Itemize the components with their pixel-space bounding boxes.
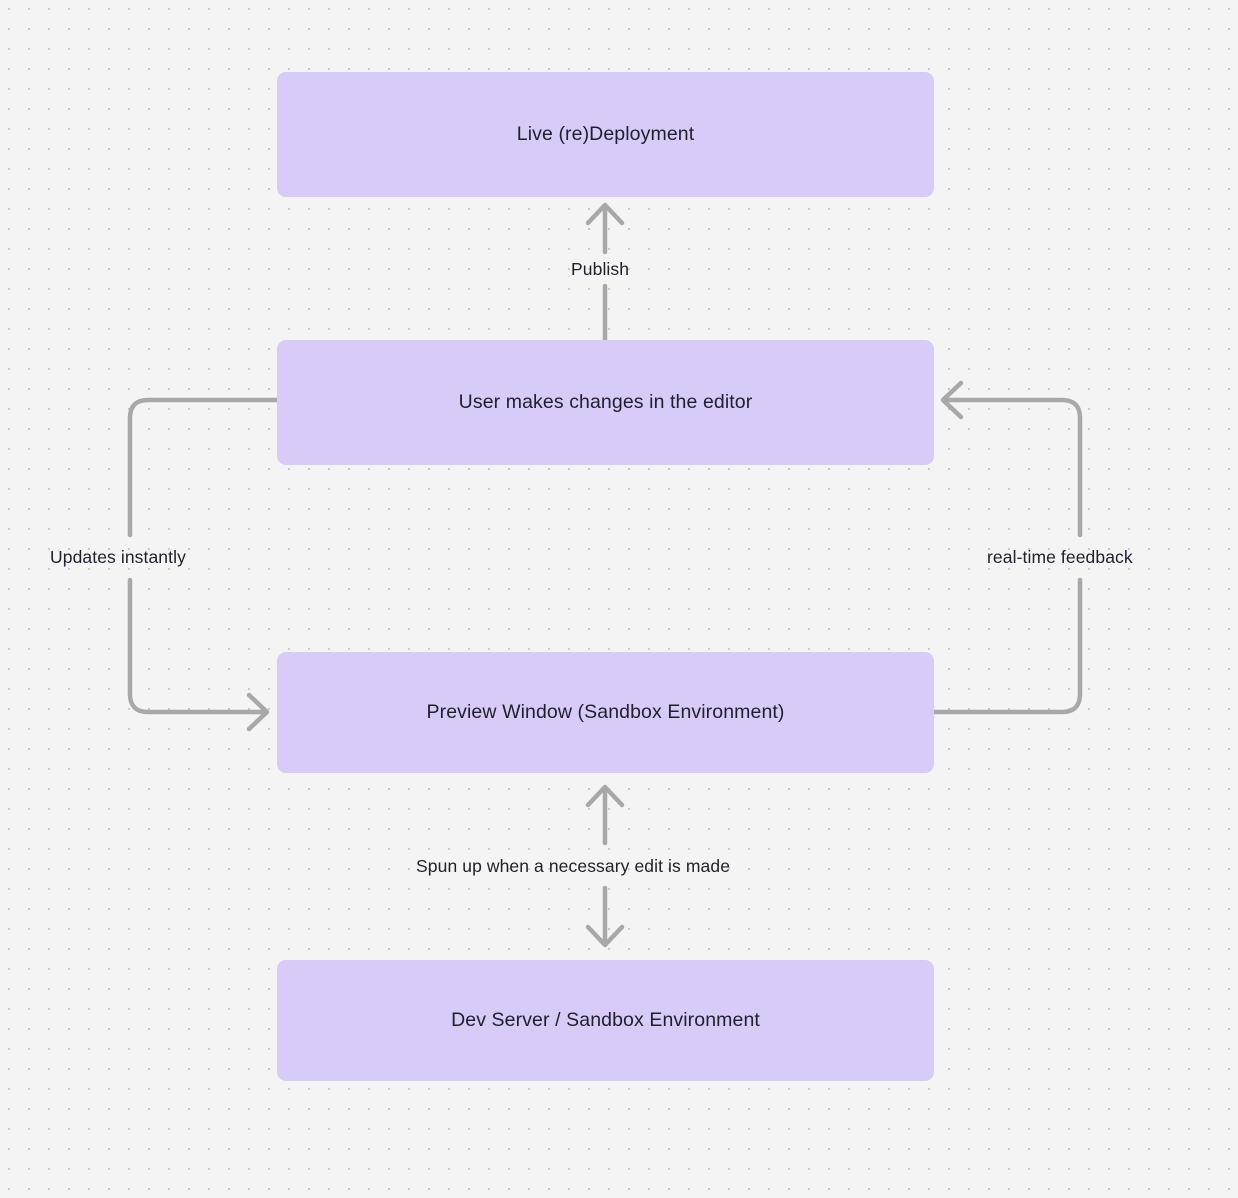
node-preview-window[interactable]: Preview Window (Sandbox Environment) xyxy=(277,652,934,773)
arrowhead-left-realtime xyxy=(940,380,964,420)
edge-label-real-time-feedback: real-time feedback xyxy=(987,547,1133,567)
arrowhead-down-spunup xyxy=(585,924,625,948)
arrowhead-right-updates xyxy=(246,692,270,732)
arrowhead-up-publish xyxy=(585,202,625,226)
edge-label-spun-up: Spun up when a necessary edit is made xyxy=(416,856,731,876)
node-dev-server[interactable]: Dev Server / Sandbox Environment xyxy=(277,960,934,1081)
arrowhead-up-spunup xyxy=(585,784,625,808)
node-live-redeployment[interactable]: Live (re)Deployment xyxy=(277,72,934,197)
edge-label-publish: Publish xyxy=(571,259,630,279)
node-user-makes-changes[interactable]: User makes changes in the editor xyxy=(277,340,934,465)
edge-label-updates-instantly: Updates instantly xyxy=(50,547,186,567)
